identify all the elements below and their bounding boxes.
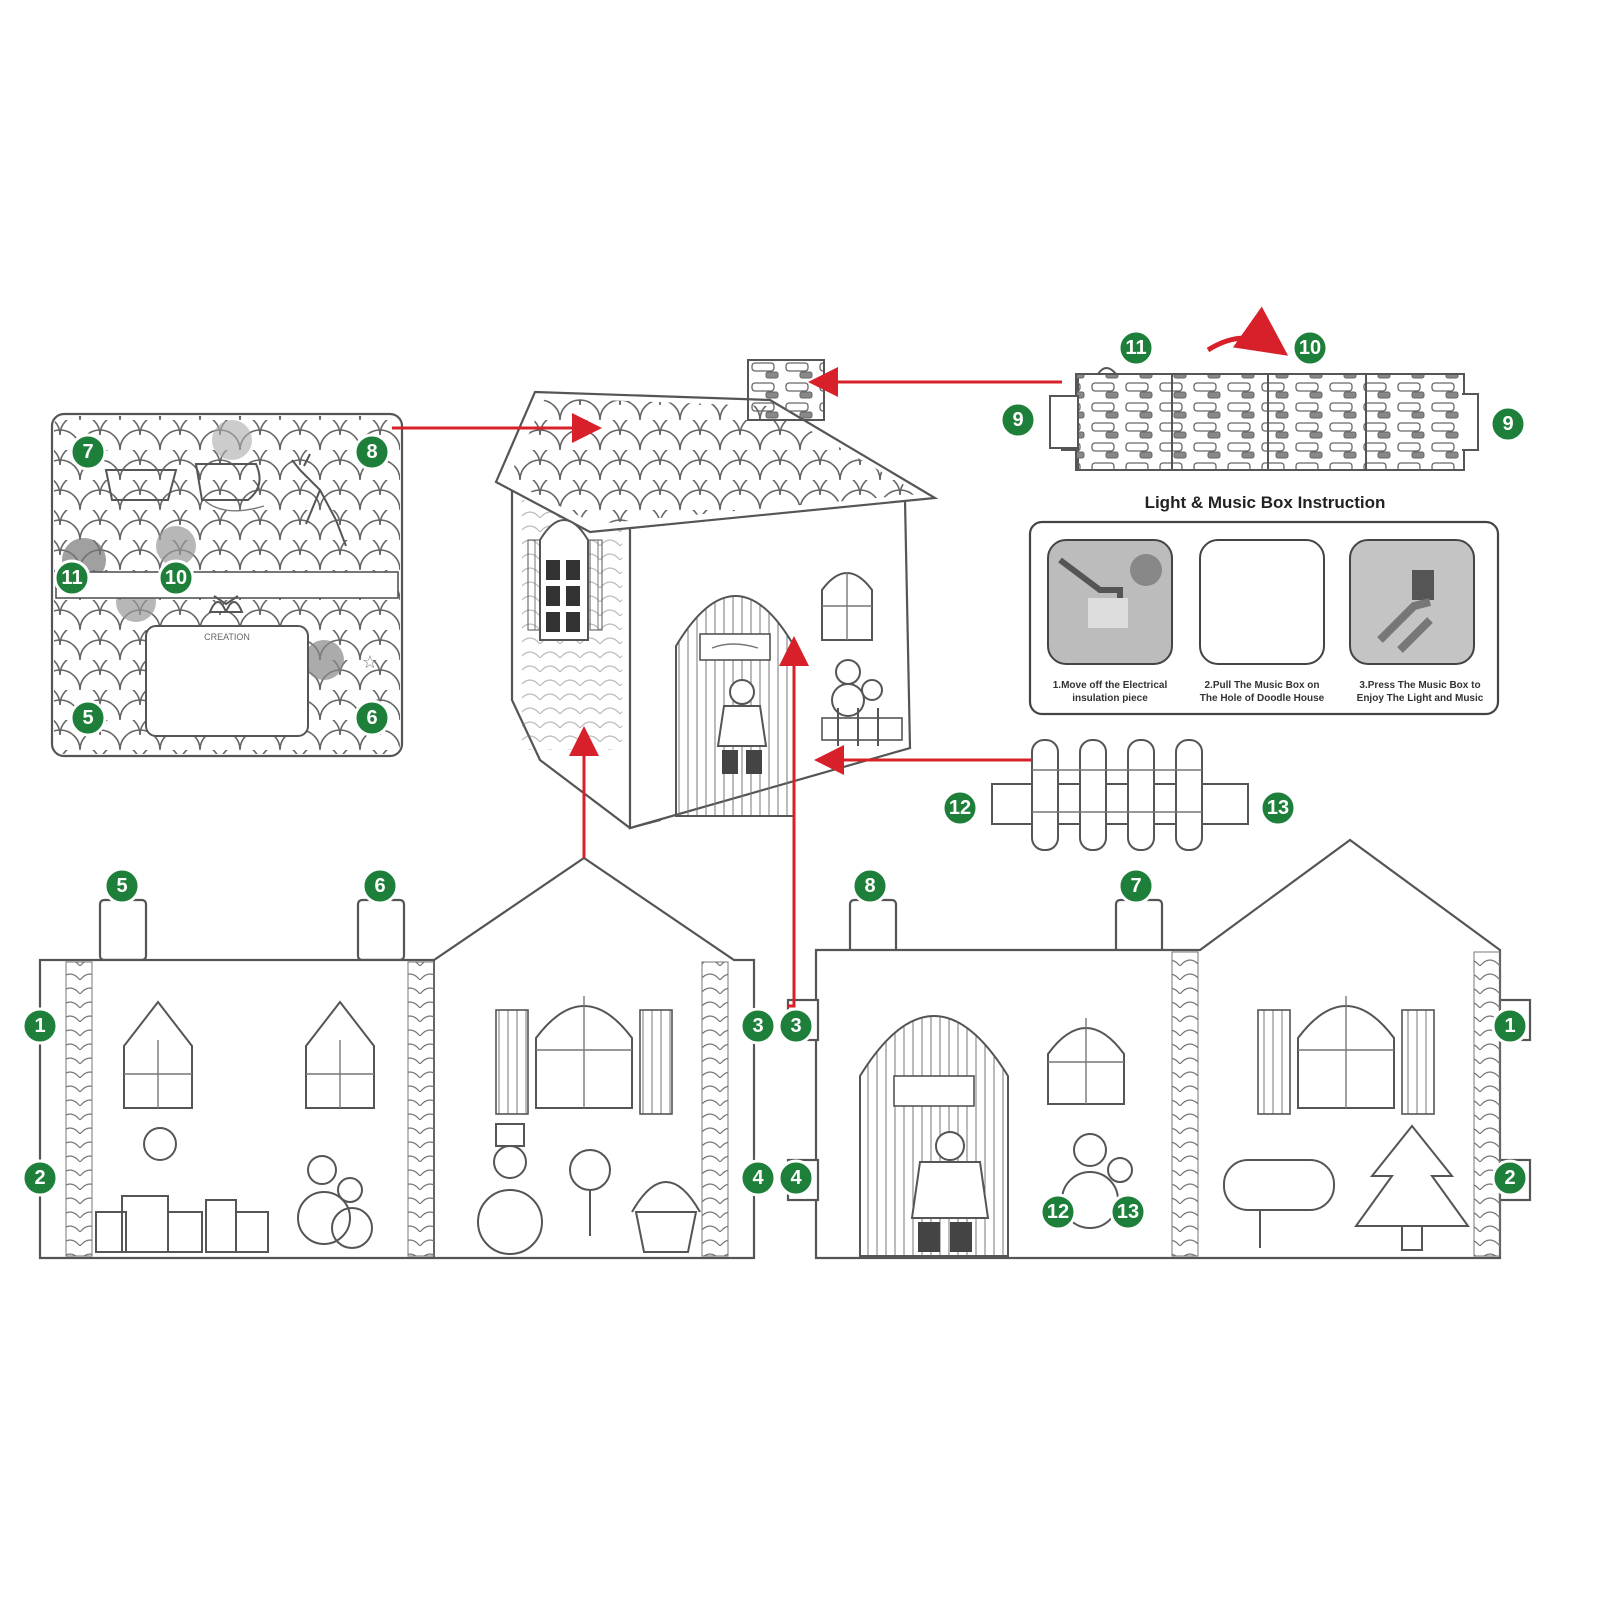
svg-text:10: 10 — [165, 567, 187, 589]
right-wall-net — [786, 838, 1532, 1260]
step-1-line-2: insulation piece — [1072, 693, 1148, 704]
badge-roof-5: 5 — [69, 699, 107, 737]
svg-text:11: 11 — [1125, 337, 1146, 359]
reindeer-icon — [291, 453, 347, 547]
svg-text:12: 12 — [1047, 1201, 1069, 1223]
badge-fence-13: 13 — [1259, 789, 1297, 827]
svg-text:7: 7 — [82, 441, 93, 463]
step-3-line-2: Enjoy The Light and Music — [1357, 693, 1484, 704]
cupcake-icon — [631, 1181, 701, 1253]
badge-right-8: 8 — [851, 867, 889, 905]
svg-text:8: 8 — [366, 441, 377, 463]
music-box-title: Light & Music Box Instruction — [1145, 493, 1386, 512]
bells-icon — [208, 595, 244, 613]
right-wall-window — [1047, 1018, 1125, 1105]
star-icon: ☆ — [362, 652, 378, 672]
svg-text:2: 2 — [34, 1167, 45, 1189]
badge-right-4: 4 — [777, 1159, 815, 1197]
badge-right-12: 12 — [1039, 1193, 1077, 1231]
snowman-pair-icon — [831, 659, 883, 717]
badge-chimney-9-right: 9 — [1489, 405, 1527, 443]
step-1-line-1: 1.Move off the Electrical — [1053, 680, 1168, 691]
right-wall-door — [859, 1015, 1009, 1257]
chimney-net — [1049, 306, 1479, 471]
step-3-line-1: 3.Press The Music Box to — [1359, 680, 1480, 691]
svg-text:7: 7 — [1130, 875, 1141, 897]
badge-right-3: 3 — [777, 1007, 815, 1045]
svg-text:4: 4 — [752, 1167, 764, 1189]
badge-chimney-11: 11 — [1117, 329, 1155, 367]
svg-text:9: 9 — [1502, 413, 1513, 435]
step-2-photo — [1199, 539, 1325, 665]
svg-text:2: 2 — [1504, 1167, 1515, 1189]
left-gable-window — [495, 996, 673, 1115]
svg-text:12: 12 — [949, 797, 971, 819]
santa-icon — [716, 679, 768, 774]
svg-text:1: 1 — [1504, 1015, 1515, 1037]
badge-left-6: 6 — [361, 867, 399, 905]
svg-text:5: 5 — [116, 875, 127, 897]
badge-right-1: 1 — [1491, 1007, 1529, 1045]
badge-left-3: 3 — [739, 1007, 777, 1045]
curved-arrow-icon — [1206, 306, 1289, 356]
assembly-arrows — [392, 367, 1062, 1008]
creation-label: CREATION — [204, 632, 250, 642]
fence-piece — [991, 739, 1249, 851]
badge-fence-12: 12 — [941, 789, 979, 827]
badge-chimney-9-left: 9 — [999, 401, 1037, 439]
svg-text:3: 3 — [752, 1015, 763, 1037]
badge-right-13: 13 — [1109, 1193, 1147, 1231]
number-badges: 7 8 11 10 5 6 11 10 9 9 12 13 5 6 1 2 3 … — [21, 329, 1529, 1231]
badge-chimney-10: 10 — [1291, 329, 1329, 367]
music-box-instruction: Light & Music Box Instruction 1.Move off… — [1028, 493, 1500, 716]
step-1-photo — [1047, 539, 1173, 665]
svg-text:11: 11 — [61, 567, 82, 589]
svg-text:9: 9 — [1012, 409, 1023, 431]
roof-panel: CREATION ☆ — [50, 412, 404, 758]
svg-text:6: 6 — [374, 875, 385, 897]
lollipop-icon — [569, 1149, 611, 1236]
badge-roof-6: 6 — [353, 699, 391, 737]
svg-text:5: 5 — [82, 707, 93, 729]
svg-text:3: 3 — [790, 1015, 801, 1037]
svg-text:6: 6 — [366, 707, 377, 729]
badge-left-1: 1 — [21, 1007, 59, 1045]
left-wall-window-2 — [305, 1000, 375, 1109]
svg-text:8: 8 — [864, 875, 875, 897]
svg-text:13: 13 — [1117, 1201, 1139, 1223]
step-2-line-1: 2.Pull The Music Box on — [1204, 680, 1319, 691]
left-wall-net — [38, 856, 756, 1260]
left-wall-window-1 — [123, 1000, 193, 1109]
badge-right-2: 2 — [1491, 1159, 1529, 1197]
house-front-door — [675, 595, 795, 817]
house-fence — [821, 708, 903, 746]
badge-right-7: 7 — [1117, 867, 1155, 905]
badge-left-2: 2 — [21, 1159, 59, 1197]
mailbox-icon — [1223, 1159, 1335, 1248]
assembled-house — [494, 359, 939, 830]
christmas-tree-icon — [1354, 1124, 1470, 1251]
badge-roof-7: 7 — [69, 433, 107, 471]
badge-roof-10: 10 — [157, 559, 195, 597]
badge-left-5: 5 — [103, 867, 141, 905]
right-gable-window — [1257, 996, 1435, 1115]
svg-text:1: 1 — [34, 1015, 45, 1037]
badge-left-4: 4 — [739, 1159, 777, 1197]
badge-roof-8: 8 — [353, 433, 391, 471]
sleigh-icon — [104, 463, 265, 512]
gift-bags-icon — [95, 1127, 269, 1253]
house-side-window — [527, 519, 603, 641]
house-front-window — [821, 572, 873, 641]
step-2-line-2: The Hole of Doodle House — [1200, 693, 1325, 704]
snowman-icon — [477, 1123, 543, 1255]
badge-roof-11: 11 — [53, 559, 91, 597]
arrow-right-wall — [779, 636, 809, 1008]
svg-text:13: 13 — [1267, 797, 1289, 819]
snowman-couple-icon — [297, 1155, 373, 1249]
svg-text:10: 10 — [1299, 337, 1321, 359]
step-3-photo — [1349, 539, 1475, 665]
svg-text:4: 4 — [790, 1167, 802, 1189]
